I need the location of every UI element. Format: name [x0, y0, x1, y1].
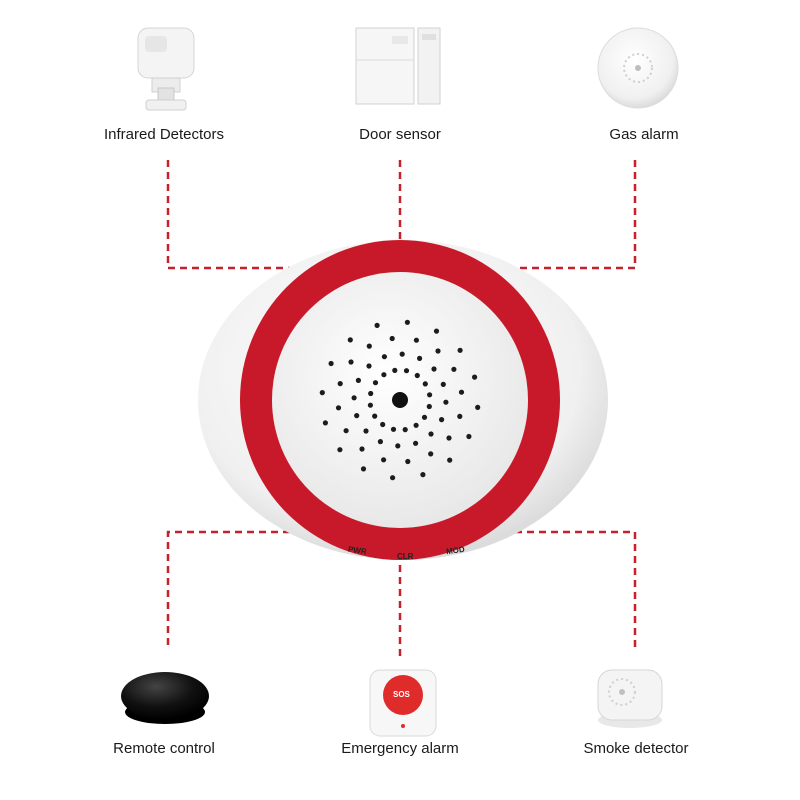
speaker-hole	[402, 427, 408, 433]
speaker-hole	[428, 431, 434, 437]
speaker-hole	[381, 354, 387, 360]
speaker-hole	[390, 426, 397, 432]
speaker-hole	[458, 389, 465, 395]
smoke-detector-image	[597, 669, 663, 728]
speaker-hole	[368, 390, 374, 397]
label-smoke-detector: Smoke detector	[583, 740, 689, 757]
speaker-hole	[381, 372, 387, 378]
speaker-hole	[360, 466, 367, 472]
speaker-hole	[413, 422, 419, 428]
speaker-hole	[405, 458, 411, 465]
sos-button-text: SOS	[393, 690, 410, 699]
speaker-hole	[417, 355, 423, 361]
speaker-hole	[399, 351, 405, 357]
speaker-hole	[451, 366, 457, 372]
speaker-hole	[355, 377, 361, 383]
speaker-hole	[328, 360, 334, 367]
connector-lines	[166, 160, 637, 660]
speaker-hole	[457, 413, 463, 419]
alarm-hub	[198, 240, 608, 560]
speaker-center	[392, 392, 408, 408]
connector-infrared	[166, 160, 290, 270]
speaker-hole	[426, 403, 432, 410]
speaker-hole	[348, 359, 354, 365]
connector-smoke	[515, 530, 637, 650]
speaker-hole	[413, 440, 419, 446]
speaker-hole	[367, 402, 373, 408]
speaker-hole	[421, 414, 428, 420]
label-gas-alarm: Gas alarm	[609, 126, 679, 143]
speaker-hole	[433, 328, 440, 334]
speaker-hole	[377, 439, 383, 445]
speaker-hole	[395, 443, 401, 449]
door-sensor-image	[355, 27, 441, 105]
speaker-hole	[372, 380, 379, 386]
speaker-hole	[422, 381, 428, 387]
speaker-hole	[420, 472, 426, 478]
speaker-hole	[414, 372, 420, 379]
hub-button-clr: CLR	[397, 552, 414, 561]
emergency-alarm-image	[369, 669, 437, 737]
speaker-hole	[374, 322, 380, 328]
label-remote-control: Remote control	[113, 740, 215, 757]
speaker-hole	[366, 343, 372, 349]
connector-remote	[166, 530, 290, 650]
speaker-hole	[319, 390, 325, 396]
speaker-hole	[343, 428, 349, 434]
speaker-hole	[427, 392, 433, 398]
speaker-hole	[337, 447, 343, 453]
speaker-hole	[428, 451, 434, 457]
speaker-hole	[389, 335, 395, 342]
speaker-hole	[447, 457, 453, 463]
speaker-hole	[351, 395, 357, 401]
speaker-hole	[435, 348, 441, 354]
speaker-hole	[372, 413, 378, 419]
speaker-hole	[354, 413, 360, 419]
speaker-hole	[322, 420, 328, 426]
speaker-hole	[440, 381, 446, 387]
speaker-hole	[363, 428, 369, 434]
speaker-hole	[466, 433, 472, 440]
speaker-hole	[337, 381, 343, 387]
speaker-hole	[390, 475, 396, 481]
remote-control-image	[121, 672, 209, 724]
speaker-hole	[380, 421, 386, 428]
speaker-hole	[359, 446, 365, 452]
speaker-hole	[413, 337, 419, 343]
gas-alarm-image	[597, 27, 679, 109]
speaker-hole	[347, 337, 353, 343]
connector-gas	[515, 160, 637, 270]
speaker-holes	[319, 319, 481, 481]
speaker-hole	[431, 366, 437, 372]
speaker-hole	[439, 417, 445, 423]
speaker-hole	[366, 363, 372, 369]
speaker-hole	[335, 405, 342, 411]
label-emergency-alarm: Emergency alarm	[341, 740, 459, 757]
speaker-hole	[404, 319, 410, 325]
speaker-hole	[472, 374, 478, 380]
label-door-sensor: Door sensor	[359, 126, 441, 143]
label-infrared-detectors: Infrared Detectors	[103, 126, 225, 143]
infrared-detector-image	[137, 27, 195, 111]
speaker-hole	[446, 435, 452, 441]
speaker-hole	[475, 404, 481, 410]
speaker-hole	[403, 368, 410, 374]
speaker-hole	[443, 399, 449, 405]
speaker-hole	[457, 347, 463, 353]
speaker-hole	[392, 367, 398, 373]
speaker-hole	[381, 457, 387, 463]
